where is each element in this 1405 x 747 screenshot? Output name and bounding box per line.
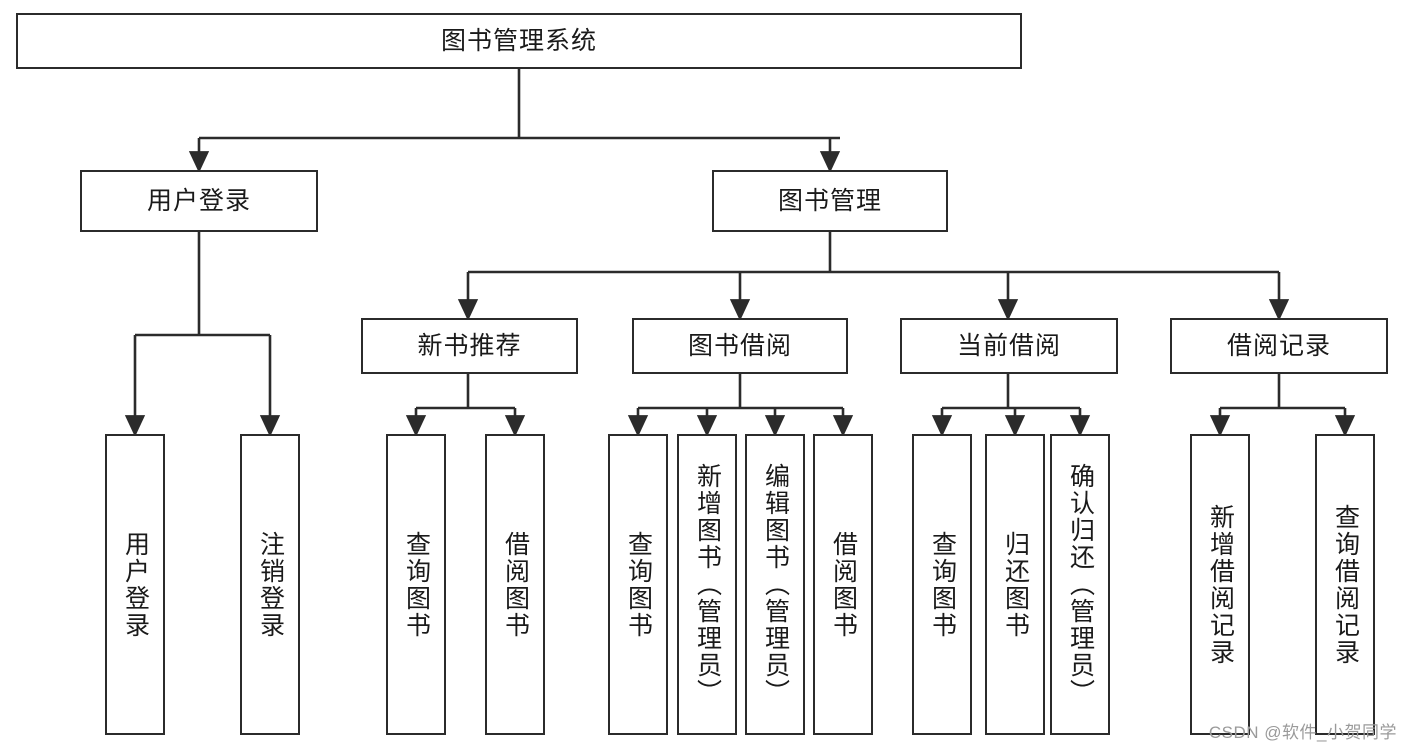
node-borrow-record[interactable]: 借阅记录 (1170, 318, 1388, 374)
csdn-watermark: CSDN @软件_小贺同学 (1208, 723, 1397, 742)
leaf-return-book-label: 归还图书 (1001, 530, 1030, 639)
leaf-confirm-return[interactable]: 确认归还（管理员） (1050, 434, 1110, 735)
leaf-borrow-book-b-label: 借阅图书 (829, 530, 858, 639)
leaf-logout-label: 注销登录 (256, 530, 285, 639)
node-book-borrow[interactable]: 图书借阅 (632, 318, 848, 374)
node-borrow-record-label: 借阅记录 (1226, 331, 1331, 360)
leaf-user-login[interactable]: 用户登录 (105, 434, 165, 735)
leaf-query-record-label: 查询借阅记录 (1331, 503, 1360, 666)
node-user-login[interactable]: 用户登录 (80, 170, 318, 232)
leaf-query-book-c-label: 查询图书 (928, 530, 957, 639)
node-current-borrow[interactable]: 当前借阅 (900, 318, 1118, 374)
node-new-book-recommend-label: 新书推荐 (417, 331, 522, 360)
leaf-query-book-c[interactable]: 查询图书 (912, 434, 972, 735)
leaf-add-book[interactable]: 新增图书（管理员） (677, 434, 737, 735)
node-book-borrow-label: 图书借阅 (687, 331, 792, 360)
leaf-borrow-book-a[interactable]: 借阅图书 (485, 434, 545, 735)
leaf-query-book-a[interactable]: 查询图书 (386, 434, 446, 735)
node-current-borrow-label: 当前借阅 (956, 331, 1061, 360)
leaf-query-book-a-label: 查询图书 (402, 530, 431, 639)
leaf-query-record[interactable]: 查询借阅记录 (1315, 434, 1375, 735)
node-book-manage[interactable]: 图书管理 (712, 170, 948, 232)
leaf-confirm-return-label: 确认归还（管理员） (1066, 463, 1095, 706)
node-new-book-recommend[interactable]: 新书推荐 (361, 318, 578, 374)
node-root[interactable]: 图书管理系统 (16, 13, 1022, 69)
leaf-return-book[interactable]: 归还图书 (985, 434, 1045, 735)
leaf-borrow-book-b[interactable]: 借阅图书 (813, 434, 873, 735)
node-root-label: 图书管理系统 (440, 26, 597, 55)
leaf-logout[interactable]: 注销登录 (240, 434, 300, 735)
leaf-add-record[interactable]: 新增借阅记录 (1190, 434, 1250, 735)
node-book-manage-label: 图书管理 (777, 186, 882, 215)
leaf-query-book-b[interactable]: 查询图书 (608, 434, 668, 735)
leaf-edit-book-label: 编辑图书（管理员） (761, 463, 790, 706)
leaf-borrow-book-a-label: 借阅图书 (501, 530, 530, 639)
node-user-login-label: 用户登录 (146, 186, 251, 215)
leaf-query-book-b-label: 查询图书 (624, 530, 653, 639)
leaf-edit-book[interactable]: 编辑图书（管理员） (745, 434, 805, 735)
leaf-add-record-label: 新增借阅记录 (1206, 503, 1235, 666)
leaf-add-book-label: 新增图书（管理员） (693, 463, 722, 706)
leaf-user-login-label: 用户登录 (121, 530, 150, 639)
